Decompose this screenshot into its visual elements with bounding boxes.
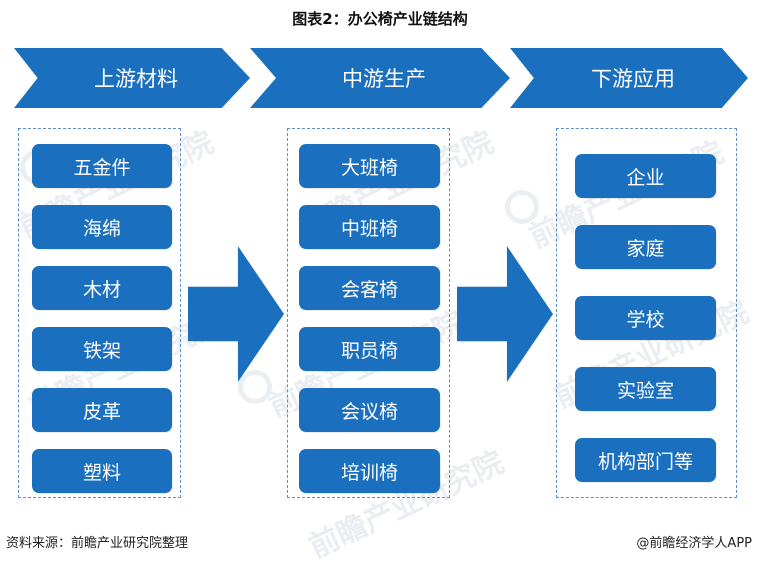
diagram-title: 图表2：办公椅产业链结构 <box>292 10 468 28</box>
brand-credit: @前瞻经济学人APP <box>636 535 752 551</box>
upstream-item: 铁架 <box>32 327 172 371</box>
upstream-item: 塑料 <box>32 449 172 493</box>
midstream-item: 职员椅 <box>299 327 440 371</box>
downstream-item: 企业 <box>575 154 716 198</box>
upstream-panel: 五金件 海绵 木材 铁架 皮革 塑料 <box>18 128 181 498</box>
stage-header-label: 中游生产 <box>342 67 426 91</box>
source-note: 资料来源：前瞻产业研究院整理 <box>6 535 189 551</box>
downstream-item: 家庭 <box>575 225 716 269</box>
upstream-item: 木材 <box>32 266 172 310</box>
watermark-logo <box>238 370 272 404</box>
stage-header-midstream: 中游生产 <box>250 48 510 108</box>
stage-header-upstream: 上游材料 <box>14 48 250 108</box>
watermark-logo <box>505 190 539 224</box>
midstream-item: 培训椅 <box>299 449 440 493</box>
upstream-item: 五金件 <box>32 144 172 188</box>
midstream-item: 大班椅 <box>299 144 440 188</box>
midstream-item: 会议椅 <box>299 388 440 432</box>
downstream-panel: 企业 家庭 学校 实验室 机构部门等 <box>556 128 737 498</box>
stage-header-downstream: 下游应用 <box>510 48 748 108</box>
stage-header-label: 下游应用 <box>591 67 675 91</box>
midstream-panel: 大班椅 中班椅 会客椅 职员椅 会议椅 培训椅 <box>287 128 450 498</box>
midstream-item: 会客椅 <box>299 266 440 310</box>
stage-header-label: 上游材料 <box>94 67 178 91</box>
downstream-item: 学校 <box>575 296 716 340</box>
flow-arrow-right <box>457 246 553 382</box>
downstream-item: 实验室 <box>575 367 716 411</box>
midstream-item: 中班椅 <box>299 205 440 249</box>
upstream-item: 皮革 <box>32 388 172 432</box>
upstream-item: 海绵 <box>32 205 172 249</box>
downstream-item: 机构部门等 <box>575 438 716 482</box>
flow-arrow-right <box>188 246 284 382</box>
